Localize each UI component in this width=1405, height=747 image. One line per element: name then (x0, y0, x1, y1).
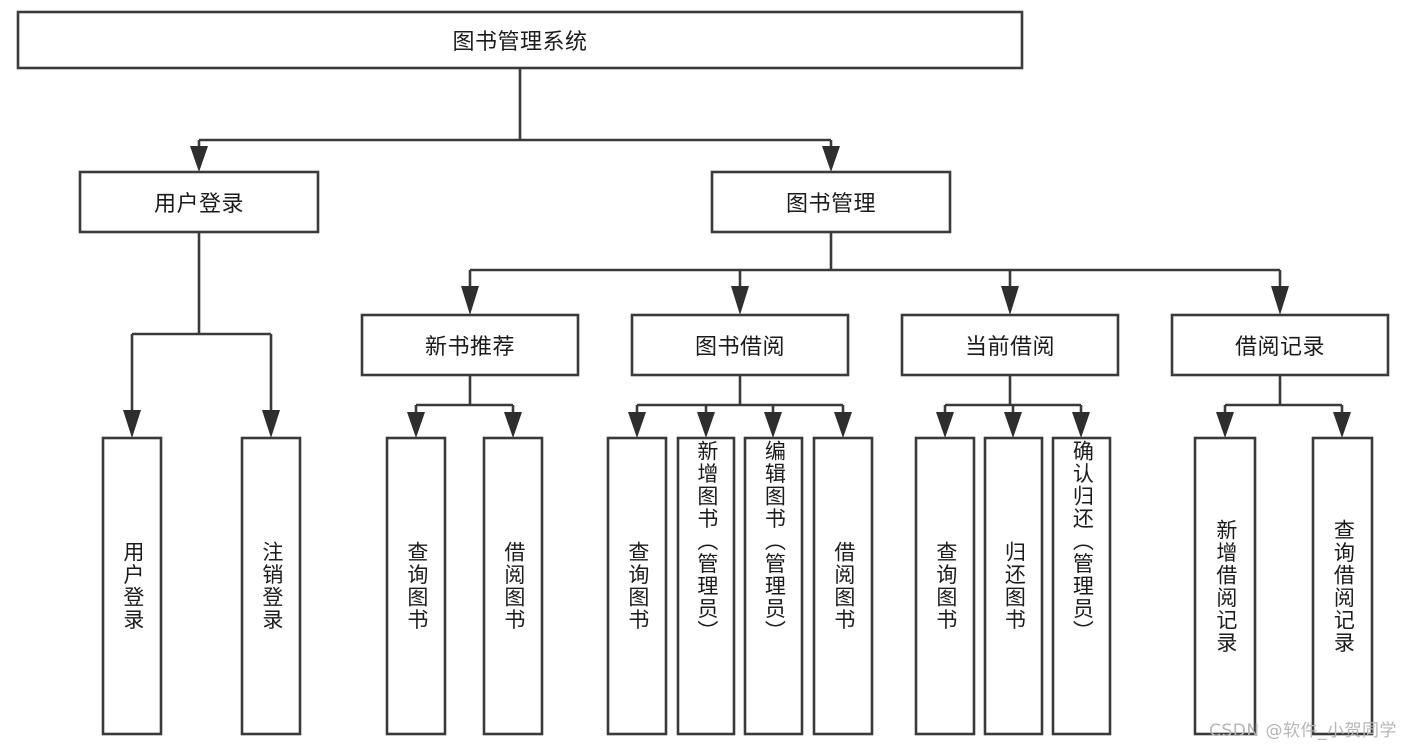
arrowhead-leaf-borrow-book (834, 412, 852, 438)
node-box-leaf-user-login[interactable] (101, 436, 163, 736)
arrowhead-leaf-query-record (1333, 412, 1351, 438)
arrowhead-leaf-add-record (1216, 412, 1234, 438)
node-box-borrow-record[interactable] (1170, 313, 1390, 377)
node-box-leaf-query-book-borrow[interactable] (606, 436, 668, 736)
arrowhead-leaf-logout (262, 410, 280, 438)
connector-group-new-book-recommend (407, 375, 522, 438)
node-box-leaf-add-book[interactable] (676, 436, 736, 736)
node-box-leaf-query-book-current[interactable] (914, 436, 976, 736)
connector-group-current-borrow (936, 375, 1090, 438)
node-box-user-login[interactable] (78, 170, 320, 234)
arrowhead-leaf-borrow-book-rec (504, 412, 522, 438)
connector-group-user-login (123, 232, 280, 438)
node-box-root[interactable] (16, 10, 1024, 70)
arrowhead-leaf-query-book-current (936, 412, 954, 438)
arrowhead-leaf-add-book (697, 412, 715, 438)
connector-group-book-manage (461, 232, 1289, 315)
node-box-leaf-edit-book[interactable] (743, 436, 804, 736)
node-box-leaf-query-book-rec[interactable] (385, 436, 447, 736)
arrowhead-current-borrow (1001, 286, 1019, 315)
node-box-book-borrow[interactable] (630, 313, 850, 377)
node-box-leaf-confirm-return[interactable] (1051, 436, 1112, 736)
arrowhead-leaf-query-book-borrow (628, 412, 646, 438)
node-box-leaf-logout[interactable] (240, 436, 302, 736)
arrowhead-leaf-query-book-rec (407, 412, 425, 438)
arrowhead-leaf-edit-book (764, 412, 782, 438)
node-box-leaf-add-record[interactable] (1193, 436, 1257, 736)
connector-group-root (190, 68, 840, 172)
arrowhead-user-login (190, 146, 208, 172)
arrowhead-leaf-confirm-return (1072, 412, 1090, 438)
node-box-leaf-borrow-book-rec[interactable] (482, 436, 544, 736)
node-box-book-manage[interactable] (710, 170, 952, 234)
arrowhead-leaf-user-login (123, 410, 141, 438)
arrowhead-leaf-return-book (1004, 412, 1022, 438)
arrowhead-book-borrow (731, 286, 749, 315)
arrowhead-borrow-record (1271, 286, 1289, 315)
connector-group-book-borrow (628, 375, 852, 438)
connector-group-borrow-record (1216, 375, 1351, 438)
node-box-leaf-borrow-book[interactable] (812, 436, 874, 736)
node-box-leaf-query-record[interactable] (1311, 436, 1374, 736)
node-box-leaf-return-book[interactable] (983, 436, 1044, 736)
arrowhead-book-manage (822, 146, 840, 172)
watermark-text: CSDN @软件_小贺同学 (1209, 721, 1397, 741)
node-box-new-book-recommend[interactable] (360, 313, 580, 377)
arrowhead-new-book-recommend (461, 286, 479, 315)
node-box-current-borrow[interactable] (900, 313, 1120, 377)
